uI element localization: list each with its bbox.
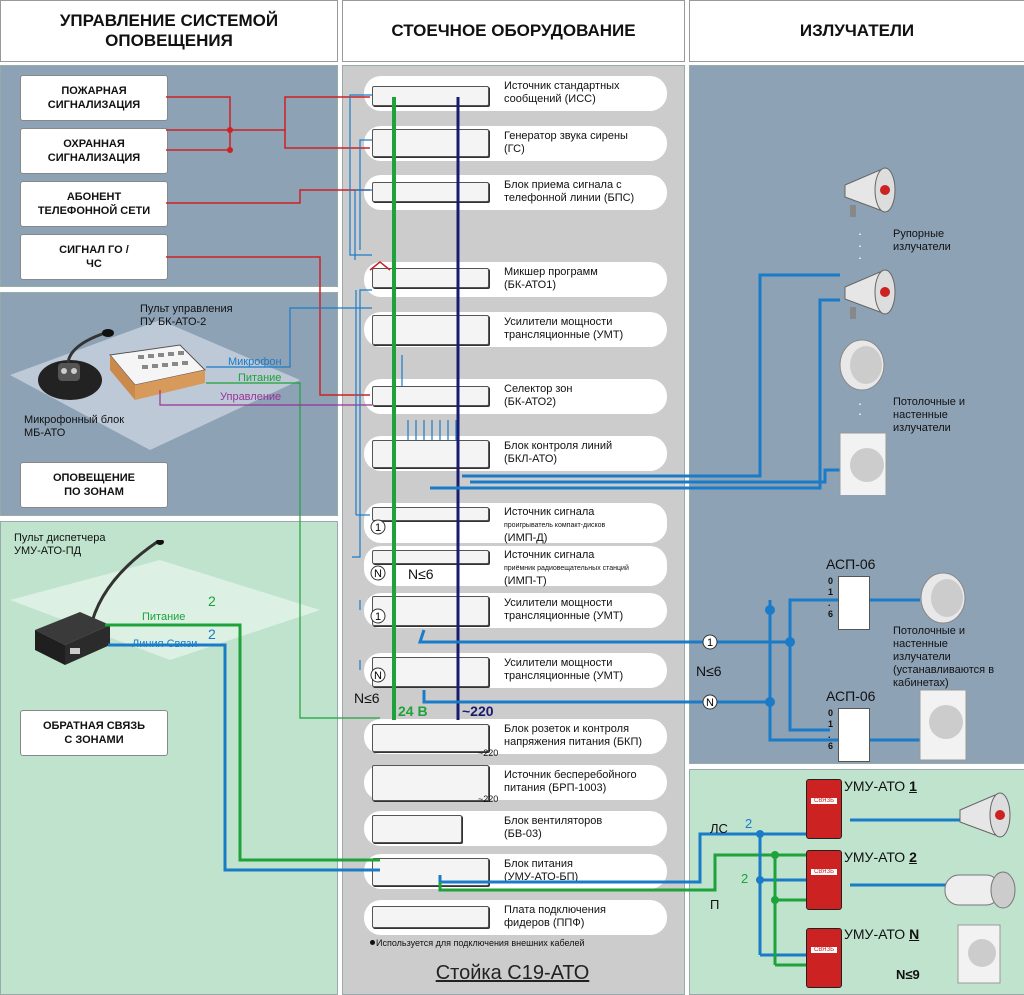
- header-emitters: ИЗЛУЧАТЕЛИ: [689, 0, 1024, 62]
- dispatcher-count-power: 2: [208, 593, 216, 609]
- feedback-box: ОБРАТНАЯ СВЯЗЬ С ЗОНАМИ: [20, 710, 168, 756]
- rack-title: Стойка С19-АТО: [435, 962, 590, 984]
- marker-n-c: N: [706, 697, 714, 709]
- mic-block-label: Микрофонный блок МБ-АТО: [24, 414, 125, 439]
- rack-n-le-6-a: N≤6: [408, 566, 434, 582]
- source-fire-alarm: ПОЖАРНАЯ СИГНАЛИЗАЦИЯ: [20, 75, 168, 121]
- source-security-alarm: ОХРАННАЯ СИГНАЛИЗАЦИЯ: [20, 128, 168, 174]
- umu-device-2: СВЯЗЬ: [806, 850, 842, 910]
- emitter-illustrations: ... ..: [839, 167, 896, 495]
- svg-text:.: .: [858, 402, 862, 418]
- rack-note: Используется для подключения внешних каб…: [376, 938, 585, 948]
- control-panel-title: Пульт управления ПУ БК-АТО-2: [140, 303, 233, 328]
- device-gs: [372, 129, 489, 157]
- rack-note-dot: [370, 940, 375, 945]
- wire-label-power: Питание: [238, 372, 282, 384]
- device-bkp: [372, 724, 489, 752]
- zone-notification-box: ОПОВЕЩЕНИЕ ПО ЗОНАМ: [20, 462, 168, 508]
- device-brp: [372, 765, 489, 801]
- asp-label-1: АСП-06: [826, 556, 876, 572]
- rack-n-le-6-c: N≤6: [696, 663, 722, 679]
- header-rack: СТОЕЧНОЕ ОБОРУДОВАНИЕ: [342, 0, 685, 62]
- svg-text:.: .: [858, 246, 862, 262]
- asp-label-2: АСП-06: [826, 688, 876, 704]
- umu-label-n: УМУ-АТО N: [844, 926, 920, 942]
- wire-label-control: Управление: [220, 391, 282, 403]
- asp-device-1: [838, 576, 870, 630]
- dispatcher-wire-power: Питание: [142, 611, 186, 623]
- cabinet-speakers: [919, 572, 967, 761]
- emitter-ceiling-label: Потолочные и настенные излучатели: [893, 396, 966, 434]
- device-bps: [372, 182, 489, 202]
- device-iss: [372, 86, 489, 106]
- source-phone-subscriber: АБОНЕНТ ТЕЛЕФОННОЙ СЕТИ: [20, 181, 168, 227]
- marker-1-c: 1: [707, 637, 713, 649]
- umu-p: П: [710, 897, 720, 912]
- umu-p-count: 2: [741, 871, 749, 886]
- umu-device-n: СВЯЗЬ: [806, 928, 842, 988]
- dispatcher-console: [35, 540, 164, 665]
- rack-220v-small-b: ~220: [478, 794, 499, 804]
- umu-label-2: УМУ-АТО 2: [844, 849, 917, 865]
- marker-1-b: 1: [375, 611, 381, 623]
- rack-24v: 24 В: [398, 703, 428, 719]
- rack-220v-small-a: ~220: [478, 748, 499, 758]
- asp-device-2: [838, 708, 870, 762]
- umu-device-1: СВЯЗЬ: [806, 779, 842, 839]
- svg-text:.: .: [858, 222, 862, 238]
- rack-n-le-6-b: N≤6: [354, 690, 380, 706]
- dispatcher-count-link: 2: [208, 626, 216, 642]
- device-imp-d: [372, 507, 489, 521]
- umu-speakers: [944, 792, 1016, 984]
- svg-text:.: .: [858, 392, 862, 408]
- device-imp-t: [372, 550, 489, 564]
- device-fans: [372, 815, 462, 843]
- marker-n-a: N: [374, 568, 382, 580]
- device-umt-1: [372, 315, 489, 345]
- control-panel-device: [38, 329, 207, 400]
- device-umt-3: [372, 657, 489, 687]
- device-feeders: [372, 906, 489, 928]
- umu-ls: ЛС: [710, 821, 728, 836]
- dispatcher-title: Пульт диспетчера УМУ-АТО-ПД: [14, 532, 106, 557]
- emitter-cabinet-label: Потолочные и настенные излучатели (устан…: [893, 625, 995, 689]
- source-civil-defense: СИГНАЛ ГО / ЧС: [20, 234, 168, 280]
- wire-label-microphone: Микрофон: [228, 356, 282, 368]
- header-management: УПРАВЛЕНИЕ СИСТЕМОЙ ОПОВЕЩЕНИЯ: [0, 0, 338, 62]
- umu-label-1: УМУ-АТО 1: [844, 778, 917, 794]
- svg-text:.: .: [858, 234, 862, 250]
- emitter-horn-label: Рупорные излучатели: [893, 228, 951, 253]
- umu-n-le-9: N≤9: [896, 967, 920, 982]
- marker-1-a: 1: [375, 522, 381, 534]
- marker-n-b: N: [374, 670, 382, 682]
- device-mixer: [372, 268, 489, 288]
- umu-ls-count: 2: [745, 816, 753, 831]
- device-line-control: [372, 440, 489, 468]
- rack-220v: ~220: [462, 703, 494, 719]
- device-zone-selector: [372, 386, 489, 406]
